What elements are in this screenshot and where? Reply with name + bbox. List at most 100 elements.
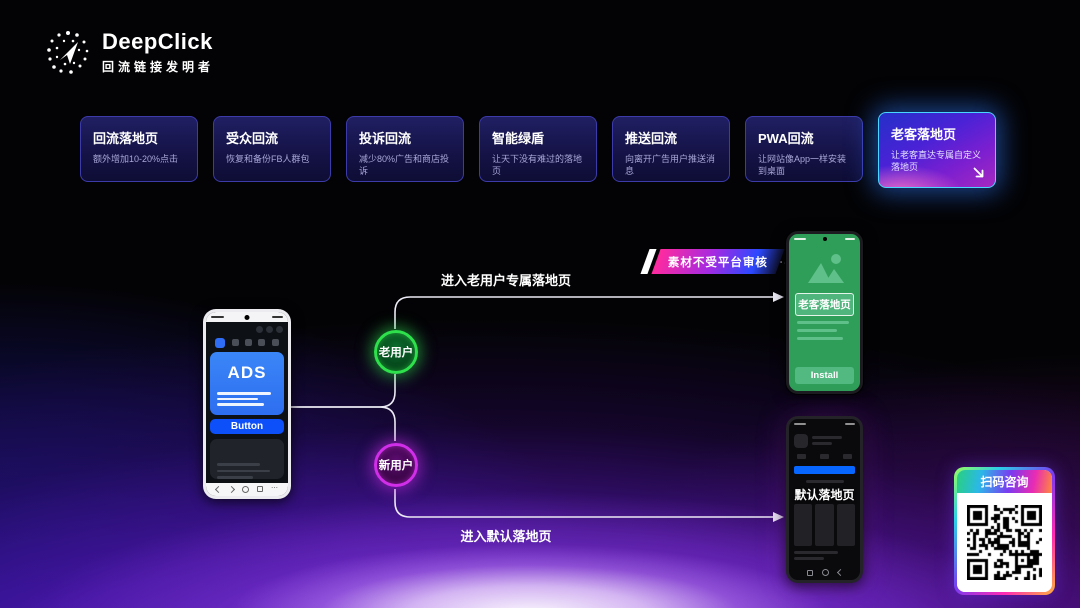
- qr-code: [967, 505, 1042, 580]
- card-title: 投诉回流: [359, 131, 412, 146]
- feature-card-old-customer-landing-active[interactable]: 老客落地页 让老客直达专属自定义落地页: [878, 112, 996, 188]
- text-line: [797, 329, 837, 332]
- app-top-bar: [206, 322, 288, 336]
- card-subtitle: 额外增加10-20%点击: [93, 154, 179, 164]
- messenger-icon[interactable]: [276, 325, 283, 333]
- old-user-badge-label: 老用户: [378, 347, 414, 359]
- ad-text-line: [217, 397, 258, 401]
- post-text-line: [217, 476, 253, 479]
- card-title: 推送回流: [625, 131, 678, 146]
- home-button-icon[interactable]: [242, 485, 249, 493]
- text-line: [812, 436, 842, 439]
- new-user-badge-label: 新用户: [378, 460, 414, 472]
- banner-text: 素材不受平台审核: [668, 256, 768, 269]
- install-label: Install: [810, 370, 839, 381]
- status-time-placeholder: [794, 238, 806, 240]
- menu-tab-icon[interactable]: [271, 339, 279, 347]
- recents-icon[interactable]: [806, 569, 813, 576]
- ads-phone-screen: ADS Button ⋯: [206, 312, 288, 496]
- card-title: PWA回流: [758, 131, 814, 146]
- no-review-banner: 素材不受平台审核: [640, 249, 785, 274]
- post-text-line: [217, 463, 261, 466]
- green-screen-title: 老客落地页: [795, 293, 854, 316]
- home-tab-icon[interactable]: [215, 337, 226, 348]
- qr-consult-card: 扫码咨询: [954, 467, 1055, 595]
- android-nav-bar: [794, 568, 855, 577]
- content-card: [794, 504, 813, 546]
- ads-status-bar: [206, 312, 288, 323]
- feed-post-placeholder: [210, 439, 284, 479]
- primary-action-bar[interactable]: [794, 466, 855, 474]
- text-line: [794, 557, 824, 560]
- ad-text-line: [217, 403, 264, 406]
- stat-placeholder: [797, 454, 806, 459]
- qr-header: 扫码咨询: [957, 470, 1052, 493]
- back-icon[interactable]: [214, 485, 223, 494]
- dark-screen-title: 默认落地页: [794, 488, 855, 502]
- camera-punch-hole: [822, 237, 827, 241]
- profile-row: [794, 434, 855, 448]
- brand-logo: DeepClick 回流链接发明者: [44, 28, 214, 76]
- content-cards-row: [794, 504, 855, 546]
- card-title: 受众回流: [226, 131, 279, 146]
- image-mountains-icon: [807, 254, 844, 283]
- feature-card-push-return[interactable]: 推送回流 向离开广告用户推送消息: [612, 116, 730, 182]
- card-subtitle: 让老客直达专属自定义落地页: [891, 150, 982, 173]
- back-icon[interactable]: [836, 568, 844, 577]
- text-line: [812, 442, 832, 445]
- add-icon[interactable]: [256, 325, 263, 333]
- ad-title: ADS: [227, 363, 267, 383]
- status-time-placeholder: [794, 423, 806, 425]
- qr-inner: 扫码咨询: [957, 470, 1052, 592]
- card-subtitle: 减少80%广告和商店投诉: [359, 154, 450, 177]
- avatar: [794, 434, 808, 448]
- status-icons-placeholder: [845, 238, 855, 240]
- ads-source-phone: ADS Button ⋯: [203, 309, 291, 499]
- text-line: [797, 321, 849, 324]
- feature-cards-row: 回流落地页 额外增加10-20%点击 受众回流 恢复和备份FB人群包 投诉回流 …: [80, 112, 1000, 188]
- notifications-tab-icon[interactable]: [258, 339, 266, 347]
- ad-cta-label: Button: [230, 421, 264, 433]
- brand-name: DeepClick: [102, 29, 213, 54]
- card-title: 智能绿盾: [492, 131, 545, 146]
- deepclick-dotted-cursor-icon: [47, 31, 89, 74]
- video-tab-icon[interactable]: [231, 339, 239, 347]
- feature-card-return-landing[interactable]: 回流落地页 额外增加10-20%点击: [80, 116, 198, 182]
- banner-body: 素材不受平台审核: [651, 249, 785, 274]
- old-user-path-label: 进入老用户专属落地页: [440, 273, 571, 288]
- home-icon[interactable]: [821, 569, 829, 576]
- old-user-badge: 老用户: [374, 330, 418, 374]
- ad-cta-button[interactable]: Button: [210, 418, 284, 435]
- diagonal-arrow-icon: [973, 167, 984, 178]
- ad-text-line: [217, 392, 271, 395]
- forward-icon[interactable]: [227, 485, 236, 494]
- text-line: [805, 480, 844, 483]
- text-line: [794, 551, 838, 554]
- feature-card-audience-return[interactable]: 受众回流 恢复和备份FB人群包: [213, 116, 331, 182]
- status-icons-placeholder: [845, 423, 855, 425]
- old-customer-landing-phone: 老客落地页 Install: [786, 231, 863, 394]
- search-icon[interactable]: [266, 325, 273, 333]
- green-phone-status-bar: [789, 234, 860, 244]
- tabs-icon[interactable]: [257, 486, 263, 493]
- status-time-placeholder: [211, 315, 224, 319]
- hero-image-placeholder: [789, 252, 860, 284]
- card-title: 老客落地页: [891, 127, 957, 142]
- install-button[interactable]: Install: [795, 367, 854, 384]
- browser-toolbar: ⋯: [206, 482, 288, 496]
- content-card: [815, 504, 834, 546]
- default-landing-phone: 默认落地页: [786, 416, 863, 583]
- card-title: 回流落地页: [93, 131, 159, 146]
- more-menu-icon[interactable]: ⋯: [271, 485, 278, 493]
- content-card: [836, 504, 855, 546]
- groups-tab-icon[interactable]: [244, 339, 252, 347]
- feature-card-complaint-return[interactable]: 投诉回流 减少80%广告和商店投诉: [346, 116, 464, 182]
- brand-tagline: 回流链接发明者: [102, 60, 215, 74]
- ad-creative-card[interactable]: ADS: [210, 352, 284, 415]
- card-subtitle: 向离开广告用户推送消息: [625, 154, 716, 177]
- feature-card-smart-shield[interactable]: 智能绿盾 让天下没有难过的落地页: [479, 116, 597, 182]
- dark-phone-status-bar: [794, 419, 855, 429]
- feature-card-pwa-return[interactable]: PWA回流 让网站像App一样安装到桌面: [745, 116, 863, 182]
- qr-body: [957, 493, 1052, 592]
